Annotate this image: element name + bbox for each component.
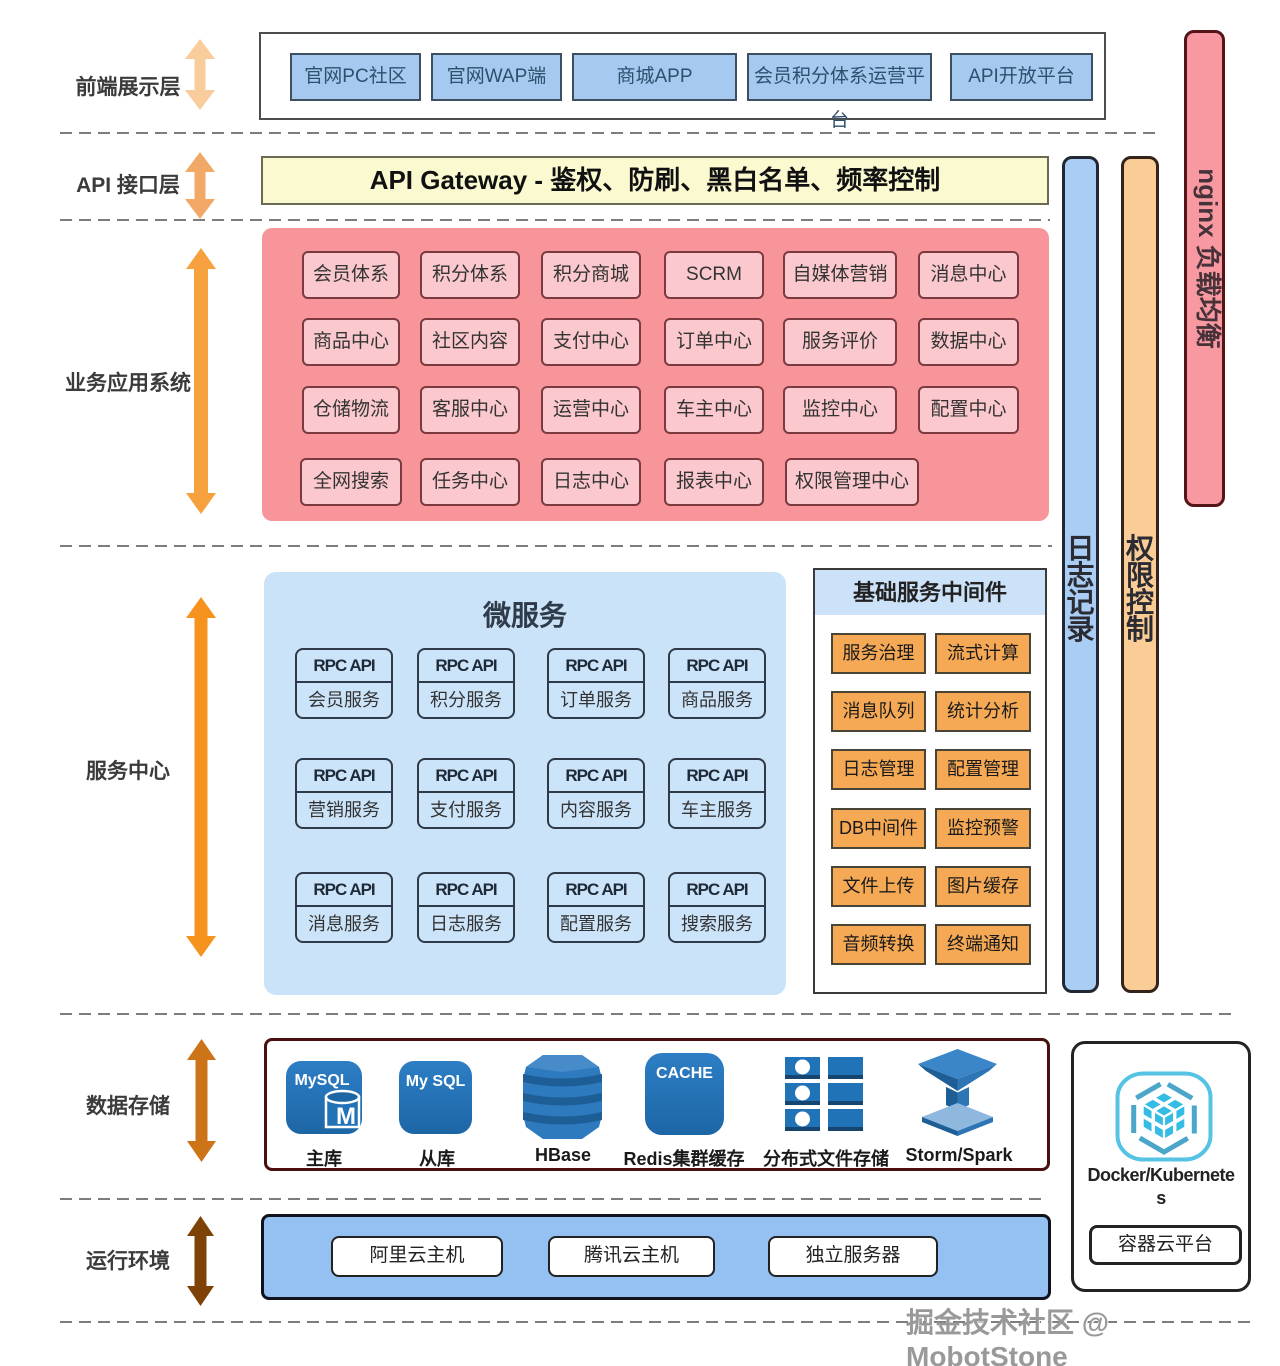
svg-text:MySQL: MySQL [294,1072,349,1089]
svg-text:My SQL: My SQL [406,1073,466,1090]
svg-text:M: M [336,1103,356,1130]
svg-text:CACHE: CACHE [656,1065,713,1082]
